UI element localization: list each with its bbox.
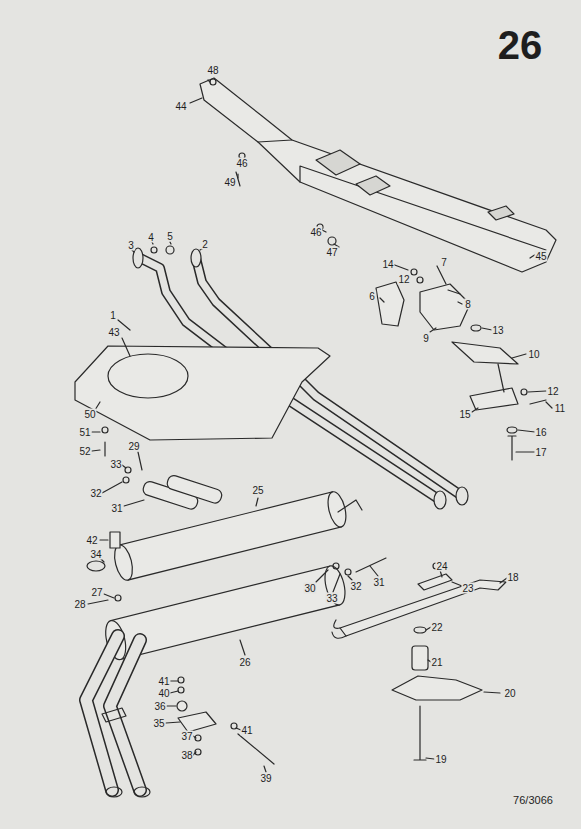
callout-number: 37 — [180, 731, 193, 742]
callout-number: 30 — [303, 583, 316, 594]
callout-number: 5 — [166, 231, 174, 242]
callout-number: 32 — [349, 581, 362, 592]
callout-number: 6 — [368, 291, 376, 302]
callout-number: 19 — [434, 754, 447, 765]
callout-number: 22 — [430, 622, 443, 633]
callout-number: 46 — [309, 227, 322, 238]
callout-number: 31 — [110, 503, 123, 514]
callout-number: 7 — [440, 257, 448, 268]
callout-number: 18 — [506, 572, 519, 583]
callout-number: 32 — [89, 488, 102, 499]
callout-number: 2 — [201, 239, 209, 250]
callout-number: 21 — [430, 657, 443, 668]
callout-number: 8 — [464, 299, 472, 310]
callout-number: 9 — [422, 333, 430, 344]
callout-number: 28 — [73, 599, 86, 610]
callout-number: 36 — [153, 701, 166, 712]
callout-number: 52 — [78, 446, 91, 457]
callout-number: 29 — [127, 441, 140, 452]
callout-number: 47 — [325, 247, 338, 258]
callout-number: 20 — [503, 688, 516, 699]
callout-number: 33 — [109, 459, 122, 470]
callout-number: 38 — [180, 750, 193, 761]
callout-number: 50 — [83, 409, 96, 420]
callout-number: 51 — [78, 427, 91, 438]
callout-number: 31 — [372, 577, 385, 588]
callout-number: 15 — [458, 409, 471, 420]
callout-number: 3 — [127, 240, 135, 251]
callout-number: 27 — [90, 587, 103, 598]
callout-number: 14 — [381, 259, 394, 270]
callout-number: 44 — [174, 101, 187, 112]
callout-number: 16 — [534, 427, 547, 438]
callout-number: 10 — [527, 349, 540, 360]
callout-number: 48 — [206, 65, 219, 76]
callout-number: 17 — [534, 447, 547, 458]
callout-number: 42 — [85, 535, 98, 546]
callout-number: 4 — [147, 232, 155, 243]
callout-number: 49 — [223, 177, 236, 188]
callout-number: 26 — [238, 657, 251, 668]
callout-number: 25 — [251, 485, 264, 496]
callout-number: 46 — [235, 158, 248, 169]
callout-number: 45 — [534, 251, 547, 262]
callout-number: 43 — [107, 327, 120, 338]
callout-number: 39 — [259, 773, 272, 784]
callout-number: 12 — [397, 274, 410, 285]
page-number: 26 — [497, 24, 544, 66]
callout-number: 12 — [546, 386, 559, 397]
callout-number: 11 — [554, 403, 566, 414]
callout-number: 34 — [89, 549, 102, 560]
callout-number: 1 — [109, 310, 117, 321]
callout-number: 23 — [461, 583, 474, 594]
callout-number: 13 — [491, 325, 504, 336]
callout-number: 35 — [152, 718, 165, 729]
callout-number: 40 — [157, 688, 170, 699]
callout-number: 41 — [157, 676, 170, 687]
drawing-code: 76/3066 — [512, 795, 554, 806]
callout-number: 24 — [435, 561, 448, 572]
callout-number: 41 — [240, 725, 253, 736]
callout-number: 33 — [325, 593, 338, 604]
